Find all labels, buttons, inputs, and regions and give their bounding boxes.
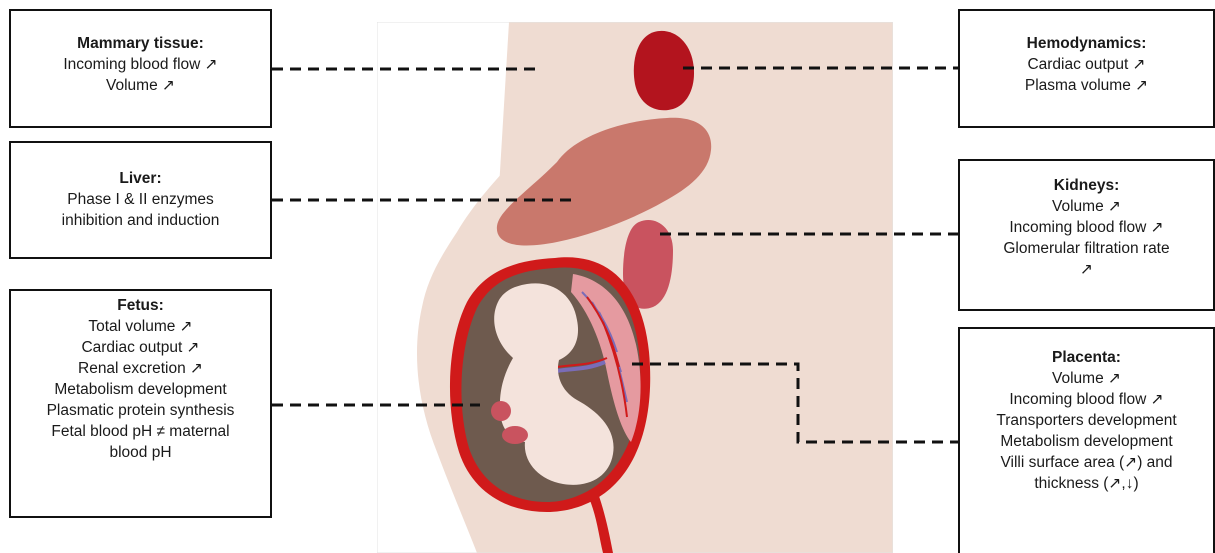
fetus-line: Renal excretion ↗ bbox=[11, 358, 270, 379]
fetus-title: Fetus: bbox=[11, 295, 270, 316]
pregnant-body-illustration bbox=[377, 22, 893, 553]
placenta-title: Placenta: bbox=[960, 347, 1213, 368]
fetus-box: Fetus: Total volume ↗ Cardiac output ↗ R… bbox=[9, 289, 272, 518]
mammary-title: Mammary tissue: bbox=[11, 33, 270, 54]
hemodynamics-line: Cardiac output ↗ bbox=[960, 54, 1213, 75]
kidneys-line: Volume ↗ bbox=[960, 196, 1213, 217]
liver-line: Phase I & II enzymes bbox=[11, 189, 270, 210]
fetus-line: Total volume ↗ bbox=[11, 316, 270, 337]
hemodynamics-title: Hemodynamics: bbox=[960, 33, 1213, 54]
liver-line: inhibition and induction bbox=[11, 210, 270, 231]
fetus-line: Fetal blood pH ≠ maternal bbox=[11, 421, 270, 442]
kidneys-line: Glomerular filtration rate bbox=[960, 238, 1213, 259]
liver-box: Liver: Phase I & II enzymes inhibition a… bbox=[9, 141, 272, 259]
kidneys-box: Kidneys: Volume ↗ Incoming blood flow ↗ … bbox=[958, 159, 1215, 311]
placenta-line: Villi surface area (↗) and bbox=[960, 452, 1213, 473]
hemodynamics-line: Plasma volume ↗ bbox=[960, 75, 1213, 96]
placenta-box: Placenta: Volume ↗ Incoming blood flow ↗… bbox=[958, 327, 1215, 553]
fetus-line: Metabolism development bbox=[11, 379, 270, 400]
placenta-line: Transporters development bbox=[960, 410, 1213, 431]
hemodynamics-box: Hemodynamics: Cardiac output ↗ Plasma vo… bbox=[958, 9, 1215, 128]
placenta-line: Metabolism development bbox=[960, 431, 1213, 452]
kidneys-line: ↗ bbox=[960, 259, 1213, 280]
fetus-line: Cardiac output ↗ bbox=[11, 337, 270, 358]
placenta-line: thickness (↗,↓) bbox=[960, 473, 1213, 494]
mammary-tissue-box: Mammary tissue: Incoming blood flow ↗ Vo… bbox=[9, 9, 272, 128]
fetus-line: blood pH bbox=[11, 442, 270, 463]
mammary-line: Incoming blood flow ↗ bbox=[11, 54, 270, 75]
mammary-line: Volume ↗ bbox=[11, 75, 270, 96]
placenta-line: Incoming blood flow ↗ bbox=[960, 389, 1213, 410]
liver-title: Liver: bbox=[11, 168, 270, 189]
placenta-line: Volume ↗ bbox=[960, 368, 1213, 389]
kidneys-line: Incoming blood flow ↗ bbox=[960, 217, 1213, 238]
kidneys-title: Kidneys: bbox=[960, 175, 1213, 196]
fetus-line: Plasmatic protein synthesis bbox=[11, 400, 270, 421]
